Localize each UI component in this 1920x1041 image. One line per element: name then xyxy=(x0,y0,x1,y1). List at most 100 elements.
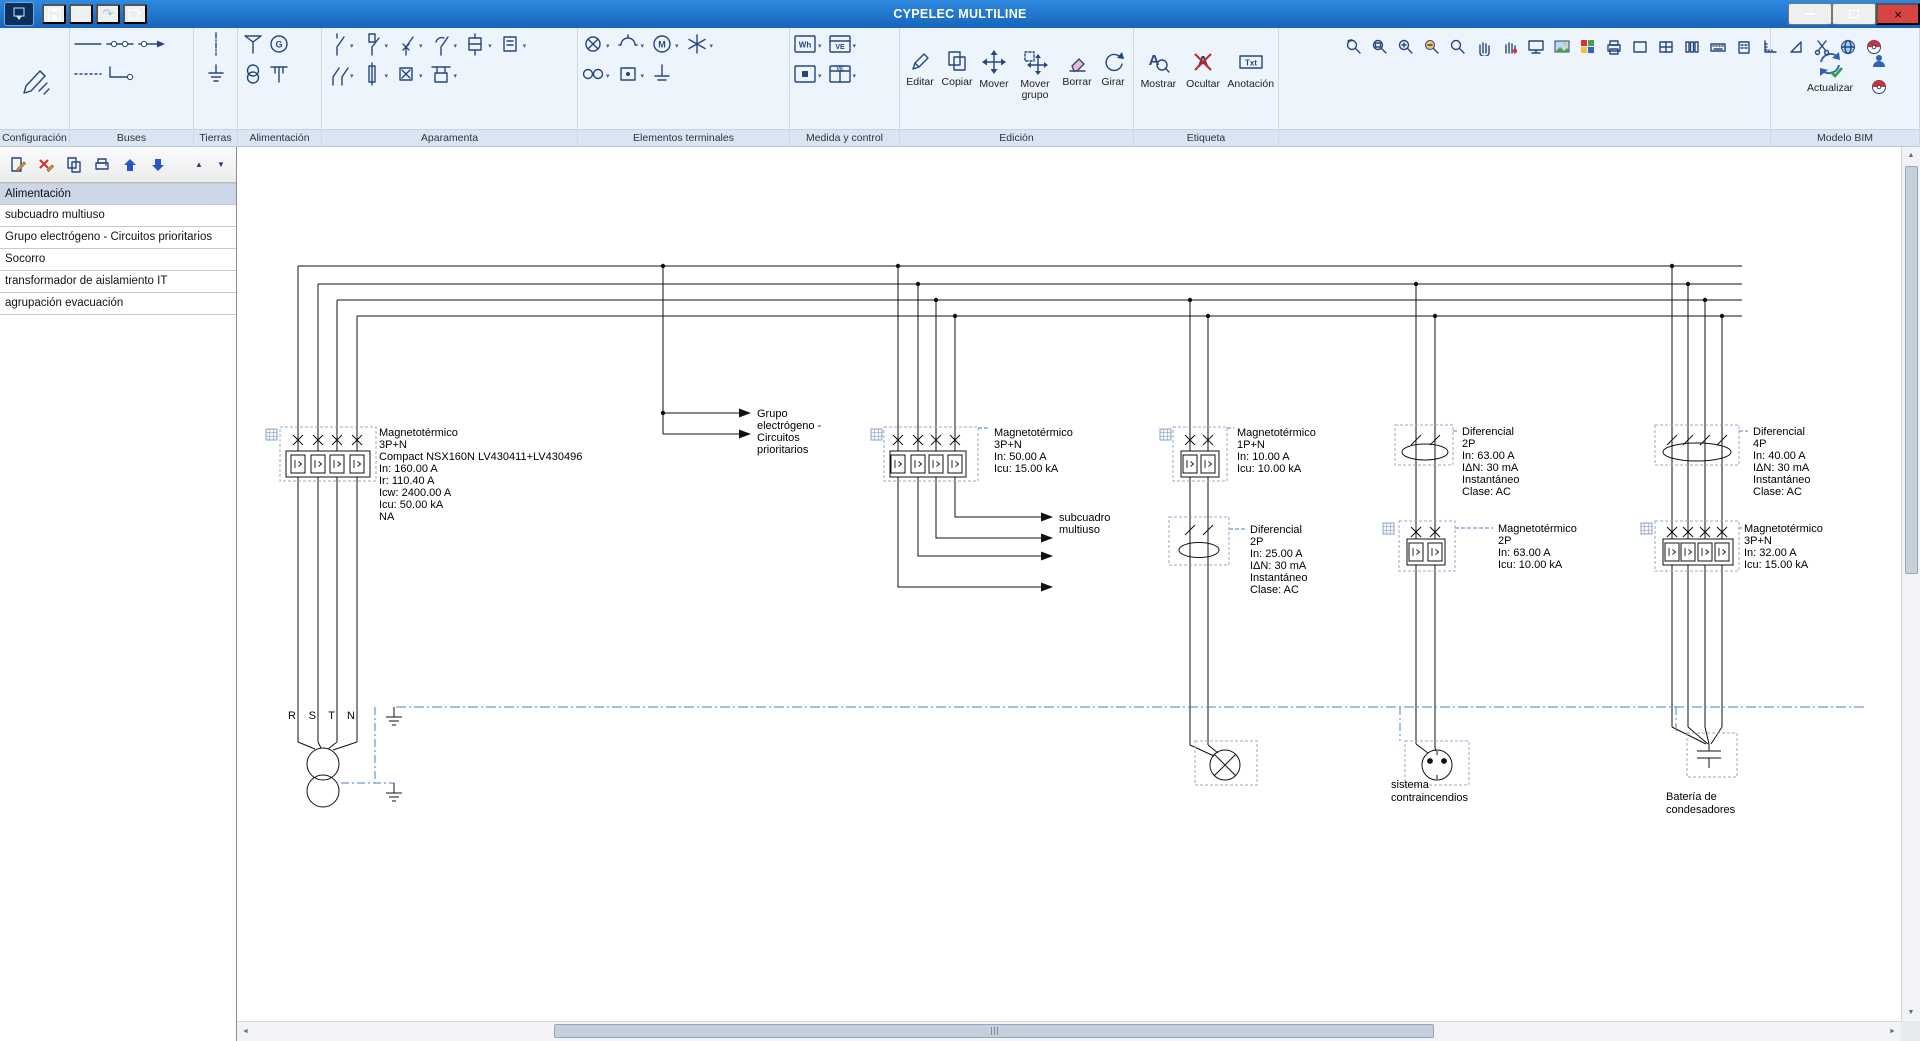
bim-sync-button[interactable] xyxy=(1867,77,1891,97)
move-up-button[interactable] xyxy=(118,153,142,177)
control-box-dropdown[interactable] xyxy=(817,65,822,83)
double-socket-button[interactable] xyxy=(581,61,605,87)
scroll-down-button[interactable] xyxy=(1902,1004,1920,1021)
zoom-all-button[interactable] xyxy=(1446,36,1470,57)
star-connection-button[interactable] xyxy=(685,31,709,57)
save-button[interactable] xyxy=(42,4,66,24)
horizontal-scroll-thumb[interactable] xyxy=(554,1024,1434,1038)
ve-meter-dropdown[interactable] xyxy=(852,35,857,53)
scroll-up-button[interactable] xyxy=(1902,147,1920,164)
vertical-scroll-thumb[interactable] xyxy=(1905,166,1918,574)
bus-nodes-button[interactable] xyxy=(105,31,135,57)
bus-dotted-button[interactable] xyxy=(73,61,103,87)
zoom-previous-button[interactable] xyxy=(1342,36,1366,57)
scroll-top-button[interactable] xyxy=(190,153,208,177)
print-item-button[interactable] xyxy=(90,153,114,177)
bus-line-button[interactable] xyxy=(73,31,103,57)
double-socket-dropdown[interactable] xyxy=(605,65,610,83)
zoom-window-button[interactable] xyxy=(1368,36,1392,57)
fuse-dropdown[interactable] xyxy=(384,65,389,83)
protection-box-button[interactable] xyxy=(498,31,522,57)
edit-item-button[interactable] xyxy=(6,153,30,177)
ve-meter-button[interactable]: VE xyxy=(828,31,852,57)
capacitor-bank-branch[interactable] xyxy=(1663,266,1733,768)
scroll-right-button[interactable] xyxy=(1884,1022,1901,1041)
mostrar-button[interactable]: A Mostrar xyxy=(1137,31,1180,130)
list-item-subcuadro[interactable]: subcuadro multiuso xyxy=(0,205,236,227)
switch-fuse-button[interactable] xyxy=(360,31,384,57)
supply-button[interactable] xyxy=(241,31,265,57)
genset-feeder-branch[interactable] xyxy=(663,266,751,439)
print-button[interactable] xyxy=(1602,36,1626,57)
tile-button[interactable] xyxy=(1680,36,1704,57)
editar-button[interactable]: Editar xyxy=(903,31,937,130)
mover-grupo-button[interactable]: Mover grupo xyxy=(1013,31,1057,130)
box-contact-button[interactable] xyxy=(394,61,418,87)
palette-button[interactable] xyxy=(1576,36,1600,57)
termination-button[interactable] xyxy=(650,61,674,87)
update-check-button[interactable] xyxy=(1862,36,1886,57)
fire-system-branch[interactable] xyxy=(1402,284,1452,780)
wh-meter-dropdown[interactable] xyxy=(817,35,822,53)
twopole-switch-dropdown[interactable] xyxy=(349,65,354,83)
lighting-branch[interactable] xyxy=(1179,300,1240,780)
scroll-left-button[interactable] xyxy=(237,1022,254,1041)
lamp-button[interactable] xyxy=(581,31,605,57)
busbar-device-button[interactable] xyxy=(429,61,453,87)
list-item-socorro[interactable]: Socorro xyxy=(0,249,236,271)
fuse-button[interactable] xyxy=(360,61,384,87)
box-contact-dropdown[interactable] xyxy=(418,65,423,83)
contactor-button[interactable] xyxy=(429,31,453,57)
delete-item-button[interactable] xyxy=(34,153,58,177)
feeder-button[interactable] xyxy=(267,61,291,87)
busbar-device-dropdown[interactable] xyxy=(453,65,458,83)
motor-button[interactable]: M xyxy=(650,31,674,57)
cut-button[interactable] xyxy=(1810,36,1834,57)
relay-button[interactable] xyxy=(463,31,487,57)
ruler-button[interactable] xyxy=(1758,36,1782,57)
breaker-dropdown[interactable] xyxy=(418,35,423,53)
language-button[interactable] xyxy=(1836,36,1860,57)
undo-button[interactable]: ↶ xyxy=(69,4,93,24)
ground-button[interactable] xyxy=(204,61,228,87)
lamp-dropdown[interactable] xyxy=(605,35,610,53)
image-export-button[interactable] xyxy=(1550,36,1574,57)
list-item-grupo-electrogeno[interactable]: Grupo electrógeno - Circuitos prioritari… xyxy=(0,227,236,249)
transformer-button[interactable] xyxy=(241,61,265,87)
scroll-bottom-button[interactable] xyxy=(212,153,230,177)
configuracion-button[interactable] xyxy=(7,53,63,109)
ws-meter-button[interactable]: VE xyxy=(828,61,852,87)
star-connection-dropdown[interactable] xyxy=(709,35,714,53)
copy-item-button[interactable] xyxy=(62,153,86,177)
redo-button[interactable]: ↷ xyxy=(96,4,120,24)
move-down-button[interactable] xyxy=(146,153,170,177)
list-item-alimentacion[interactable]: Alimentación xyxy=(0,183,236,205)
main-incomer-branch[interactable] xyxy=(286,266,370,807)
keyboard-button[interactable] xyxy=(1706,36,1730,57)
list-item-transformador[interactable]: transformador de aislamiento IT xyxy=(0,271,236,293)
frame-button[interactable] xyxy=(1628,36,1652,57)
pan-button[interactable] xyxy=(1472,36,1496,57)
full-screen-button[interactable] xyxy=(1524,36,1548,57)
generator-button[interactable]: G xyxy=(267,31,291,57)
switch-fuse-dropdown[interactable] xyxy=(384,35,389,53)
maximize-button[interactable] xyxy=(1832,3,1876,25)
close-button[interactable]: × xyxy=(1876,3,1920,25)
mover-button[interactable]: Mover xyxy=(977,31,1011,130)
boundary-line-button[interactable] xyxy=(204,31,228,57)
twopole-switch-button[interactable] xyxy=(325,61,349,87)
minimize-button[interactable] xyxy=(1788,3,1832,25)
girar-button[interactable]: Girar xyxy=(1097,31,1129,130)
copiar-button[interactable]: Copiar xyxy=(939,31,975,130)
socket-button[interactable] xyxy=(616,31,640,57)
customize-toolbar-button[interactable] xyxy=(123,4,147,24)
protection-box-dropdown[interactable] xyxy=(522,35,527,53)
pan-select-button[interactable] xyxy=(1498,36,1522,57)
horizontal-scroll-track[interactable] xyxy=(254,1022,1884,1041)
socket-box-button[interactable] xyxy=(616,61,640,87)
borrar-button[interactable]: Borrar xyxy=(1059,31,1095,130)
relay-dropdown[interactable] xyxy=(487,35,492,53)
motor-dropdown[interactable] xyxy=(674,35,679,53)
setsquare-button[interactable] xyxy=(1784,36,1808,57)
vertical-scrollbar[interactable] xyxy=(1901,147,1920,1021)
